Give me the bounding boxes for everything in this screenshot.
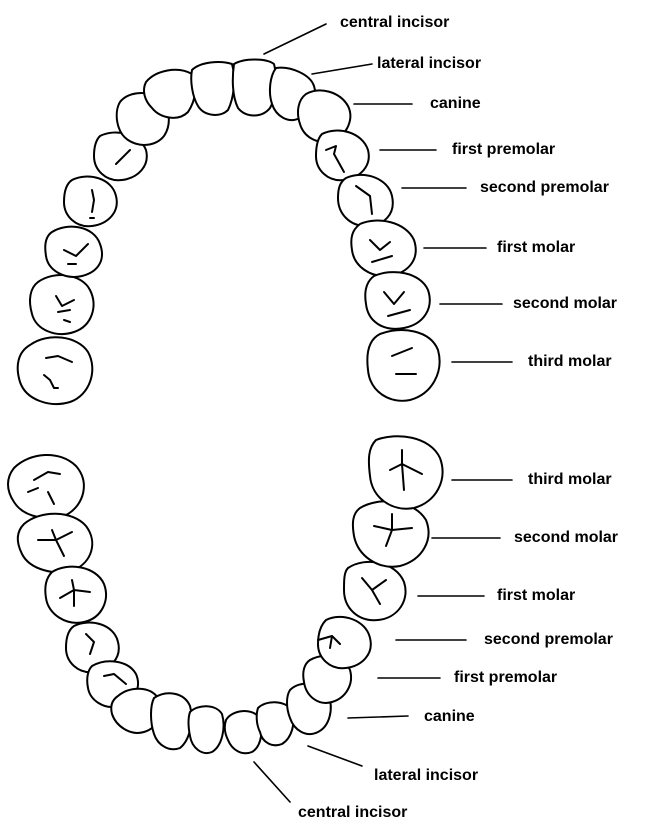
- lower-arch: [8, 436, 442, 753]
- label-lower-second-premolar: second premolar: [484, 631, 613, 648]
- leader-lower-lateral-incisor: [308, 746, 362, 766]
- label-upper-first-molar: first molar: [497, 239, 575, 256]
- lower-left-lateral-incisor: [151, 693, 192, 749]
- label-lower-first-molar: first molar: [497, 587, 575, 604]
- label-upper-lateral-incisor: lateral incisor: [377, 55, 481, 72]
- lower-right-first-premolar: [318, 617, 371, 668]
- label-lower-lateral-incisor: lateral incisor: [374, 767, 478, 784]
- lower-left-central-incisor-1: [189, 706, 224, 753]
- label-upper-second-premolar: second premolar: [480, 179, 609, 196]
- lower-left-third-molar: [8, 455, 84, 518]
- upper-right-first-premolar: [316, 131, 369, 181]
- label-upper-central-incisor: central incisor: [340, 14, 449, 31]
- label-lower-central-incisor: central incisor: [298, 804, 407, 821]
- upper-right-second-premolar: [338, 175, 393, 226]
- label-upper-first-premolar: first premolar: [452, 141, 555, 158]
- upper-left-third-molar: [18, 337, 93, 404]
- upper-right-third-molar: [367, 330, 439, 401]
- label-lower-third-molar: third molar: [528, 471, 612, 488]
- label-upper-third-molar: third molar: [528, 353, 612, 370]
- label-upper-canine: canine: [430, 95, 481, 112]
- lower-left-second-molar: [18, 514, 93, 573]
- label-lower-second-molar: second molar: [514, 529, 618, 546]
- upper-left-central-incisor: [191, 62, 234, 115]
- label-lower-canine: canine: [424, 708, 475, 725]
- upper-left-first-molar: [45, 227, 102, 277]
- leader-lower-central-incisor: [254, 762, 290, 802]
- label-upper-second-molar: second molar: [513, 295, 617, 312]
- leader-lower-canine: [348, 716, 408, 718]
- leader-upper-central-incisor: [264, 24, 326, 54]
- lower-left-first-molar: [45, 567, 106, 623]
- lower-right-second-molar: [369, 436, 443, 508]
- label-lower-first-premolar: first premolar: [454, 669, 557, 686]
- leader-upper-lateral-incisor: [312, 64, 372, 74]
- lower-right-second-premolar: [344, 562, 406, 620]
- upper-arch: [18, 60, 440, 404]
